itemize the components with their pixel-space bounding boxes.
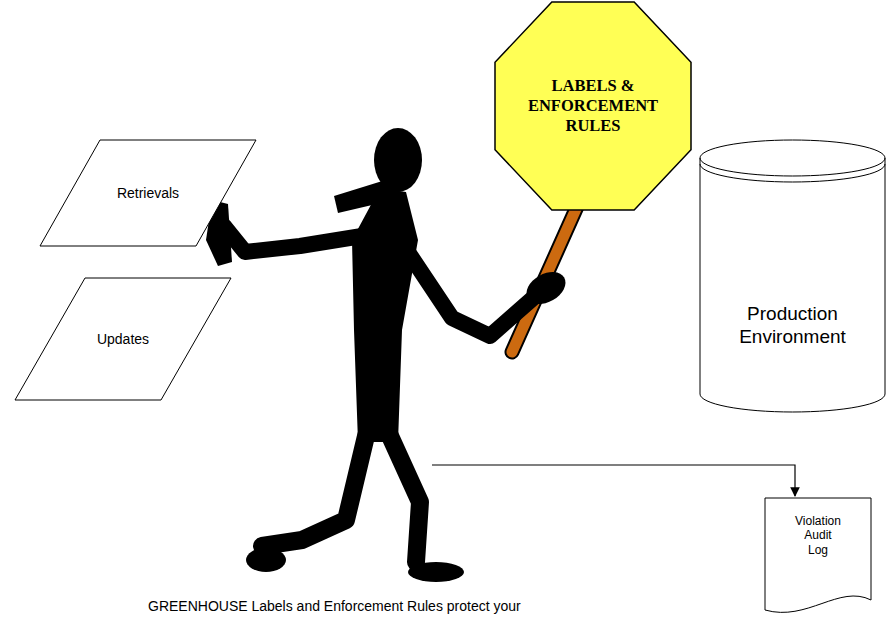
input-parallelogram: Retrievals — [40, 140, 256, 246]
figure-left-foot — [246, 548, 286, 572]
sign-pole-outline — [512, 200, 580, 352]
figure-right-arm — [404, 246, 540, 336]
log-arrow — [432, 465, 795, 496]
caption: GREENHOUSE Labels and Enforcement Rules … — [148, 598, 521, 614]
database-cylinder-outline — [700, 140, 885, 412]
node-label: Retrievals — [117, 185, 179, 202]
input-parallelogram: Updates — [15, 278, 231, 400]
figure-left-leg — [262, 436, 366, 546]
database-cylinder-path — [700, 140, 885, 412]
figure-right-leg — [390, 436, 420, 562]
cylinder-rim-line — [700, 164, 885, 182]
figure-right-hand — [521, 265, 571, 310]
figure-torso — [352, 188, 418, 442]
sign-octagon-path — [495, 2, 691, 210]
node-label: Updates — [97, 331, 149, 348]
stick-figure — [206, 128, 580, 582]
sign-octagon: LABELS & ENFORCEMENT RULES — [495, 2, 691, 210]
input-parallelogram-path — [15, 278, 231, 400]
sign-pole — [512, 200, 580, 352]
node-label: Violation Audit Log — [795, 514, 841, 557]
document-shape: Violation Audit Log — [765, 498, 871, 618]
cylinder-top-rim — [700, 158, 885, 176]
database-cylinder: Production Environment — [700, 140, 885, 412]
figure-left-arm — [224, 226, 362, 252]
node-label: Production Environment — [713, 303, 873, 349]
figure-right-foot — [408, 562, 464, 582]
input-parallelogram-path — [40, 140, 256, 246]
document-shape-path — [765, 498, 871, 612]
node-label: LABELS & ENFORCEMENT RULES — [523, 76, 663, 135]
